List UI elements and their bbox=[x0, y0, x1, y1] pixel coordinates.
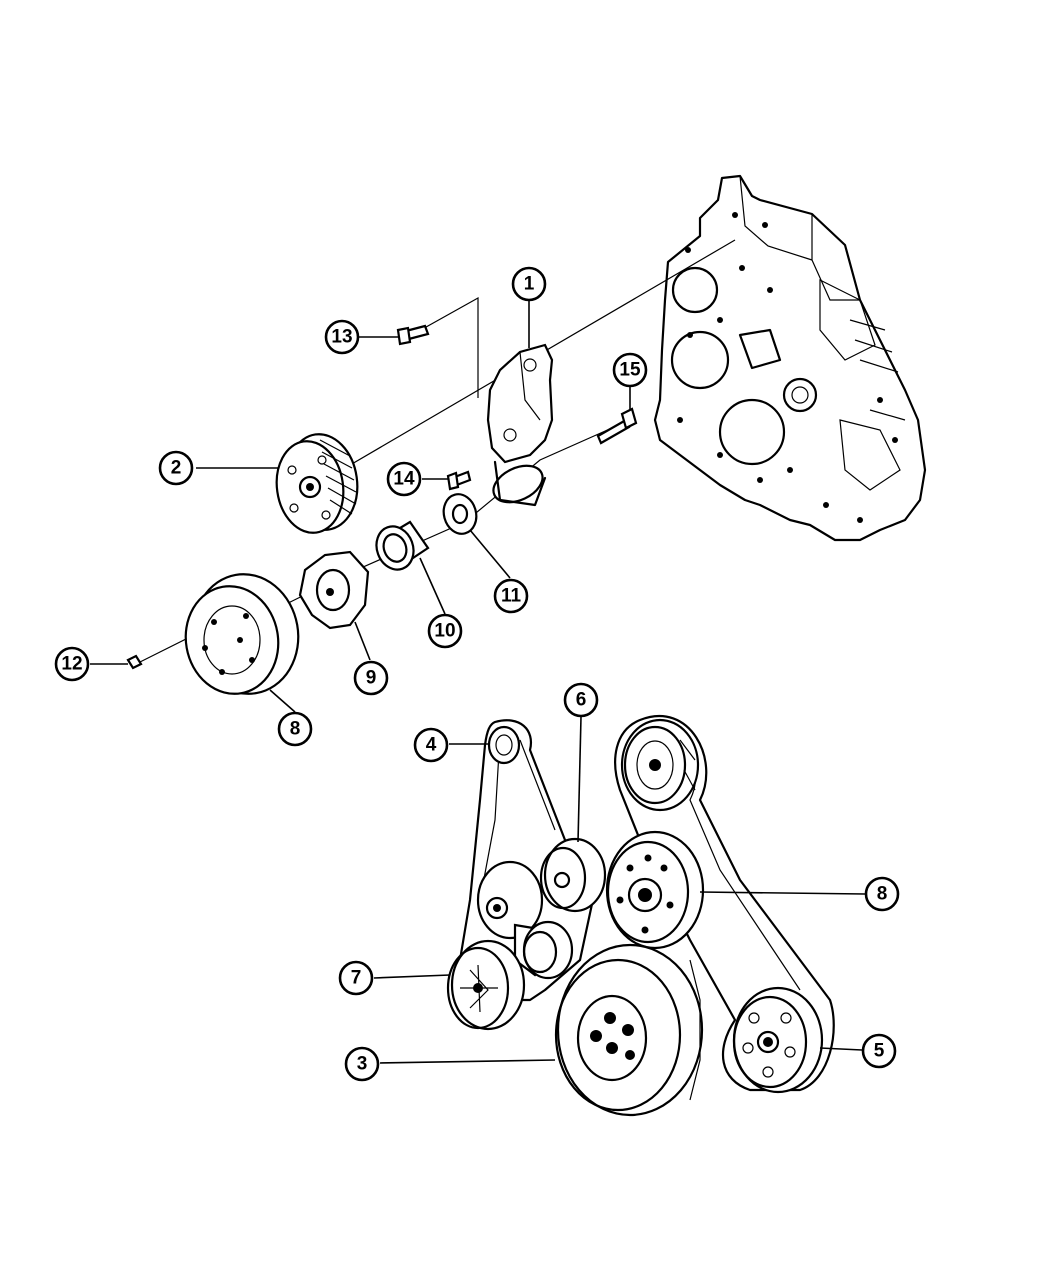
belt-tensioner bbox=[476, 860, 574, 980]
callout-3: 3 bbox=[344, 1046, 380, 1082]
callout-4: 4 bbox=[413, 727, 449, 763]
idler-6 bbox=[539, 837, 607, 913]
callout-13: 13 bbox=[324, 319, 360, 355]
fan-pulley-8-exploded bbox=[184, 573, 300, 695]
svg-text:3: 3 bbox=[357, 1054, 368, 1075]
svg-text:1: 1 bbox=[524, 274, 535, 295]
callout-9: 9 bbox=[353, 660, 389, 696]
callout-8-routing: 8 bbox=[864, 876, 900, 912]
plate-9 bbox=[298, 550, 370, 630]
callout-11: 11 bbox=[493, 578, 529, 614]
alternator-7 bbox=[446, 939, 526, 1031]
idler-4 bbox=[487, 725, 521, 765]
tensioner-bracket bbox=[486, 343, 554, 507]
callout-5: 5 bbox=[861, 1033, 897, 1069]
bearing-10 bbox=[375, 520, 430, 571]
leader-lines bbox=[90, 300, 866, 1064]
callout-12: 12 bbox=[54, 646, 90, 682]
exploded-assembly bbox=[126, 239, 736, 695]
belt-routing-assembly bbox=[446, 714, 835, 1117]
callout-7: 7 bbox=[338, 960, 374, 996]
engine-block bbox=[653, 174, 927, 542]
svg-text:13: 13 bbox=[331, 327, 352, 348]
svg-text:8: 8 bbox=[290, 719, 301, 740]
washer-11 bbox=[442, 493, 478, 535]
callout-2: 2 bbox=[158, 450, 194, 486]
fan-pulley-8 bbox=[605, 830, 705, 950]
callout-8-exploded: 8 bbox=[277, 711, 313, 747]
svg-text:2: 2 bbox=[171, 458, 182, 479]
svg-text:8: 8 bbox=[877, 884, 888, 905]
callout-6: 6 bbox=[563, 682, 599, 718]
svg-text:9: 9 bbox=[366, 668, 377, 689]
svg-text:4: 4 bbox=[426, 735, 437, 756]
upper-idler-pulley bbox=[620, 718, 700, 812]
callout-14: 14 bbox=[386, 461, 422, 497]
svg-text:15: 15 bbox=[619, 360, 641, 381]
bolt-14 bbox=[446, 470, 472, 491]
svg-text:12: 12 bbox=[61, 654, 82, 675]
bolt-15 bbox=[596, 407, 638, 445]
svg-text:10: 10 bbox=[434, 621, 455, 642]
svg-text:11: 11 bbox=[501, 586, 522, 607]
callout-1: 1 bbox=[511, 266, 547, 302]
callout-10: 10 bbox=[427, 613, 463, 649]
nut-12 bbox=[126, 654, 143, 670]
crank-pulley-3 bbox=[554, 943, 704, 1117]
svg-text:6: 6 bbox=[576, 690, 587, 711]
bolt-13 bbox=[396, 324, 430, 346]
svg-text:7: 7 bbox=[351, 968, 362, 989]
svg-text:5: 5 bbox=[874, 1041, 885, 1062]
callout-15: 15 bbox=[612, 352, 648, 388]
water-pump-pulley-5 bbox=[732, 986, 824, 1094]
svg-text:14: 14 bbox=[393, 469, 415, 490]
idler-pulley-2 bbox=[275, 433, 359, 534]
